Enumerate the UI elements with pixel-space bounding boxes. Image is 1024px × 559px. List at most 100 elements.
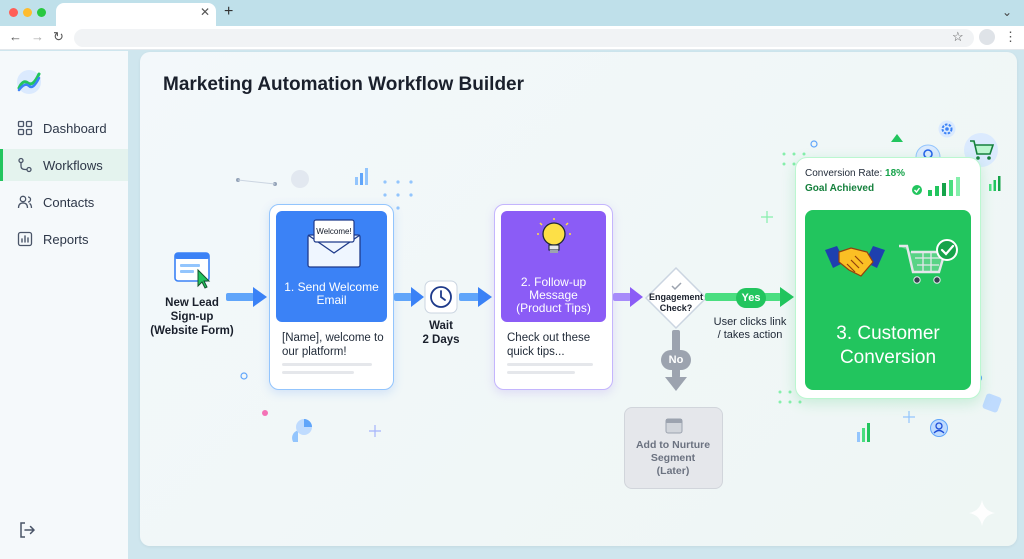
bookmark-star-icon[interactable]: ☆	[952, 29, 964, 44]
sidebar-item-label: Contacts	[43, 194, 95, 210]
step1-body-line: our platform!	[282, 346, 347, 358]
card-header: Welcome! 1. Send Welcome Email	[276, 211, 387, 322]
trigger-label: New Lead Sign-up (Website Form)	[147, 296, 237, 338]
step2-title-line: Message	[529, 288, 578, 302]
contacts-icon	[17, 195, 33, 209]
calendar-icon	[665, 418, 683, 434]
back-button[interactable]: ←	[9, 29, 22, 44]
card-header: 2. Follow-up Message (Product Tips)	[501, 211, 606, 322]
decor-plus-icon	[903, 411, 915, 423]
app-sidebar: Dashboard Workflows Contacts Reports	[0, 51, 128, 559]
welcome-envelope-icon: Welcome!	[307, 219, 361, 268]
sidebar-item-contacts[interactable]: Contacts	[0, 186, 128, 218]
reload-button[interactable]: ↻	[53, 29, 64, 44]
address-bar[interactable]	[74, 29, 974, 47]
tab-close-icon[interactable]: ✕	[200, 5, 211, 19]
nurture-label: Add to Nurture Segment (Later)	[625, 439, 721, 478]
decor-sparkles-icon	[240, 372, 298, 442]
decor-dots-icon	[782, 140, 818, 166]
nurture-label-line: Segment	[650, 452, 696, 464]
flow-arrowhead	[630, 287, 643, 307]
sidebar-item-label: Reports	[43, 231, 89, 247]
yes-caption-line: / takes action	[717, 329, 783, 341]
website-form-icon	[174, 252, 211, 289]
logout-icon[interactable]	[18, 521, 36, 539]
app-logo-icon	[17, 70, 41, 94]
envelope-text: Welcome!	[316, 227, 351, 236]
trigger-label-line: (Website Form)	[150, 325, 234, 337]
step2-title-line: (Product Tips)	[516, 301, 591, 315]
clock-icon	[424, 280, 458, 314]
maximize-window-button[interactable]	[37, 8, 46, 17]
step-customer-conversion-panel[interactable]: Conversion Rate: 18% Goal Achieved	[795, 157, 981, 399]
decor-pie-icon	[296, 419, 312, 435]
placeholder-line	[507, 363, 593, 366]
customer-conversion-title: 3. Customer Conversion	[805, 322, 971, 370]
decor-triangle-icon	[891, 134, 903, 142]
dashboard-icon	[17, 120, 33, 136]
flow-arrowhead	[411, 287, 424, 307]
wait-label-line: Wait	[429, 320, 453, 332]
step-follow-up-message-card[interactable]: 2. Follow-up Message (Product Tips) Chec…	[494, 204, 613, 390]
lightbulb-icon	[537, 218, 571, 253]
placeholder-line	[507, 371, 575, 374]
conversion-rate-label: Conversion Rate:	[805, 168, 883, 179]
browser-tab[interactable]	[56, 3, 216, 26]
conversion-rate-row: Conversion Rate: 18%	[805, 168, 905, 179]
flow-arrow	[459, 293, 479, 301]
yes-branch-badge: Yes	[736, 288, 766, 308]
wait-label-line: 2 Days	[422, 334, 460, 346]
goal-achieved-label: Goal Achieved	[805, 183, 875, 194]
add-to-nurture-segment-node[interactable]: Add to Nurture Segment (Later)	[624, 407, 723, 489]
goal-bar-chart-icon	[912, 177, 960, 196]
sidebar-item-reports[interactable]: Reports	[0, 223, 128, 255]
step1-title-line: Email	[316, 293, 347, 307]
flow-arrowhead	[253, 287, 267, 307]
profile-avatar[interactable]	[979, 29, 995, 45]
decor-plus-icon	[761, 211, 773, 223]
decor-network-icon	[236, 170, 309, 188]
flow-arrow	[226, 293, 254, 301]
step1-body: [Name], welcome to our platform!	[282, 331, 384, 359]
step2-title-line: 2. Follow-up	[520, 275, 587, 289]
engagement-check-decision[interactable]	[644, 266, 708, 330]
decor-plus-icon	[369, 425, 381, 437]
yes-caption-line: User clicks link	[713, 316, 787, 328]
step1-body-line: [Name], welcome to	[282, 332, 384, 344]
step-send-welcome-email-card[interactable]: Welcome! 1. Send Welcome Email [Name], w…	[269, 204, 394, 390]
step2-body-line: Check out these	[507, 332, 591, 344]
no-branch-badge: No	[661, 350, 691, 370]
user-avatar-icon	[930, 419, 948, 437]
trigger-label-line: New Lead	[165, 297, 219, 309]
cart-checkmark-icon	[899, 239, 958, 284]
browser-menu-icon[interactable]: ⋮	[1004, 29, 1017, 44]
flow-arrow	[394, 293, 412, 301]
page-title: Marketing Automation Workflow Builder	[163, 74, 525, 95]
conversion-title-line: Conversion	[839, 347, 937, 368]
handshake-icon	[825, 246, 885, 277]
flow-arrowhead	[780, 287, 794, 307]
forward-button[interactable]: →	[31, 29, 44, 44]
yes-caption: User clicks link / takes action	[708, 316, 792, 342]
minimize-window-button[interactable]	[23, 8, 32, 17]
sparkle-icon	[969, 500, 995, 526]
step1-title-line: 1. Send Welcome	[284, 280, 379, 294]
sidebar-item-workflows[interactable]: Workflows	[0, 149, 128, 181]
conversion-rate-value: 18%	[885, 168, 906, 179]
decor-chart-icon	[355, 168, 368, 185]
sidebar-item-label: Dashboard	[43, 120, 107, 136]
placeholder-line	[282, 363, 372, 366]
decor-dots-icon	[383, 180, 413, 210]
decor-chart-icon	[989, 176, 1001, 191]
step1-title: 1. Send Welcome Email	[276, 281, 387, 307]
browser-toolbar: ← → ↻ ☆ ⋮	[0, 26, 1024, 50]
tab-menu-chevron-icon[interactable]: ⌄	[1002, 5, 1013, 19]
sidebar-item-dashboard[interactable]: Dashboard	[0, 112, 128, 144]
nurture-label-line: Add to Nurture	[635, 439, 711, 451]
decision-label: Engagement Check?	[646, 292, 706, 314]
sidebar-item-label: Workflows	[43, 157, 103, 173]
new-tab-button[interactable]: +	[224, 3, 234, 20]
settings-gear-icon	[938, 120, 956, 138]
step2-body: Check out these quick tips...	[507, 331, 590, 359]
close-window-button[interactable]	[9, 8, 18, 17]
